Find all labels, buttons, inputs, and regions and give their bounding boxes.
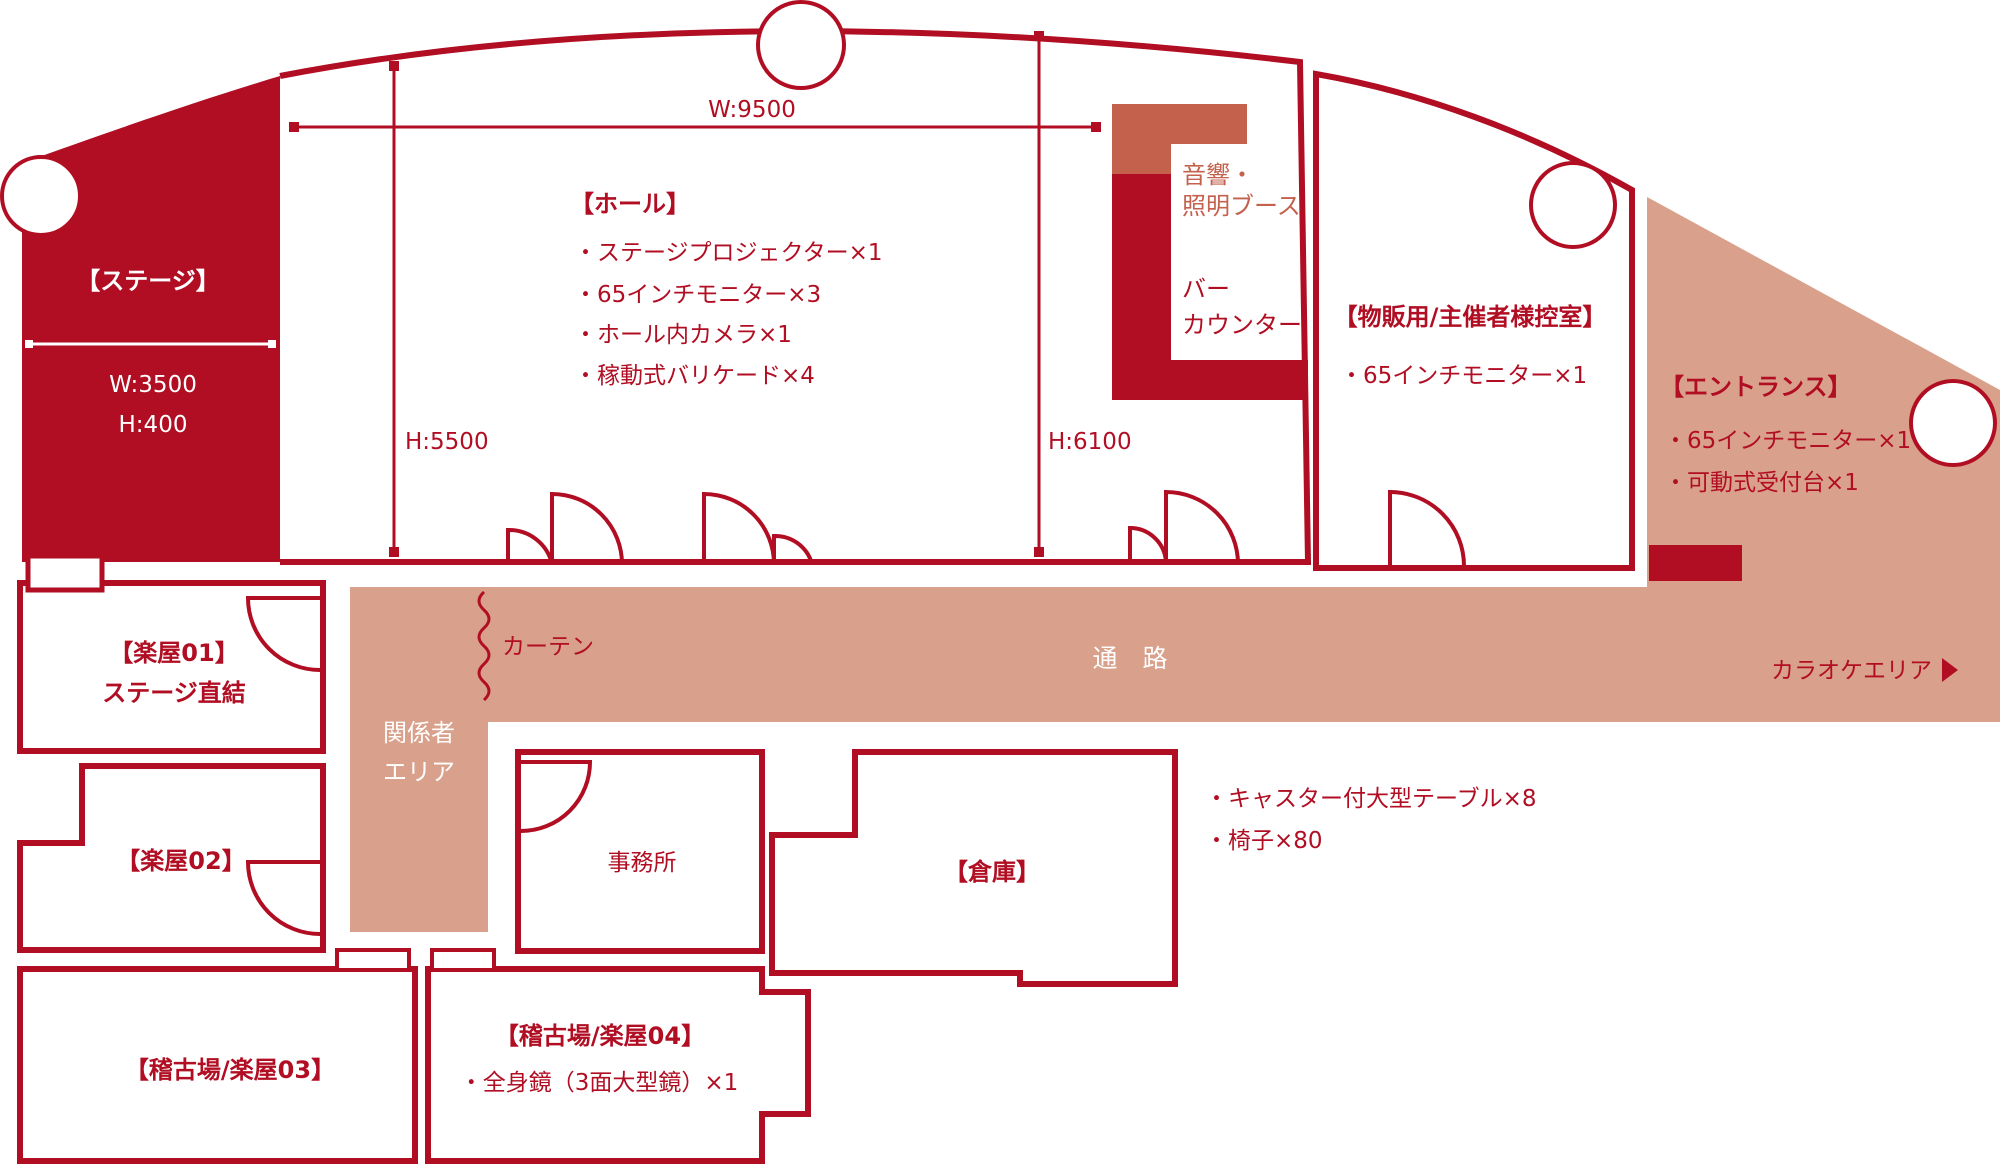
main-corridor-floor [350, 587, 2000, 722]
dressing-room-01-subtitle: ステージ直結 [102, 679, 246, 707]
bar-label: カウンター [1182, 311, 1302, 339]
green-room-item: ・65インチモニター×1 [1340, 363, 1587, 389]
corridor [350, 197, 2000, 932]
staff-area-label: エリア [383, 758, 455, 786]
door-gap [430, 948, 496, 972]
hall-item: ・ホール内カメラ×1 [574, 322, 792, 348]
entrance-item: ・65インチモニター×1 [1664, 428, 1911, 454]
dimension-end-marker [1091, 122, 1101, 132]
dressing-room-02-title: 【楽屋02】 [116, 847, 245, 875]
rehearsal-room-03-outline [17, 966, 418, 1164]
entrance-item: ・可動式受付台×1 [1664, 470, 1859, 496]
booth-shelf [1112, 104, 1247, 144]
booth-wall [1112, 144, 1171, 174]
storage-item: ・椅子×80 [1205, 828, 1323, 854]
reception-desk [1649, 545, 1742, 581]
dimension-end-marker [1034, 31, 1044, 41]
hall-width-label: W:9500 [708, 97, 796, 123]
dressing-room-01-title: 【楽屋01】 [109, 639, 238, 667]
hall-door-icon [1128, 489, 1240, 565]
entrance: 【エントランス】 ・65インチモニター×1 ・可動式受付台×1 [1649, 373, 1997, 581]
bar-and-booth: 音響・ 照明ブース バー カウンター [1112, 104, 1308, 400]
dressing-room-02-door-icon [245, 860, 321, 936]
dimension-end-marker [389, 61, 399, 71]
office-room: 事務所 [515, 749, 765, 954]
pillar-icon [1909, 379, 1997, 467]
pillar-icon [1529, 161, 1617, 249]
curtain-icon [477, 590, 491, 702]
hall-item: ・65インチモニター×3 [574, 282, 821, 308]
dressing-room-01-door-icon [245, 596, 321, 672]
dressing-room-01-outline [17, 580, 326, 754]
curtain-label: カーテン [502, 634, 594, 660]
storage-item: ・キャスター付大型テーブル×8 [1205, 786, 1537, 812]
booth-label: 照明ブース [1182, 192, 1301, 220]
storage-outline [769, 749, 1178, 987]
hall-height-left-label: H:5500 [405, 429, 489, 455]
hall-room: W:9500 H:5500 H:6100 【ホール】 ・ステージプロジェクター×… [279, 0, 1312, 565]
rehearsal-room-04: 【稽古場/楽屋04】 ・全身鏡（3面大型鏡）×1 [425, 948, 811, 1164]
pillar-icon [0, 155, 82, 237]
entrance-title: 【エントランス】 [1660, 373, 1852, 401]
hall-height-right-label: H:6100 [1048, 429, 1132, 455]
pillar-icon [756, 0, 846, 90]
green-room-title: 【物販用/主催者様控室】 [1334, 303, 1607, 331]
stage-width-label: W:3500 [109, 372, 197, 398]
rehearsal-room-04-outline [425, 966, 811, 1164]
bar-label: バー [1182, 275, 1230, 303]
hall-outline [279, 28, 1312, 565]
staff-area-floor [350, 587, 488, 932]
dressing-room-01: 【楽屋01】 ステージ直結 [17, 553, 326, 754]
rehearsal-room-04-item: ・全身鏡（3面大型鏡）×1 [460, 1070, 739, 1096]
triangle-right-icon [1942, 658, 1958, 682]
rehearsal-room-03: 【稽古場/楽屋03】 [17, 948, 418, 1164]
door-gap [335, 948, 411, 972]
corridor-labels: カーテン 通 路 カラオケエリア 関係者 エリア [383, 590, 1958, 786]
green-room-door-icon [1388, 489, 1466, 567]
stage-floor [22, 76, 280, 562]
dimension-end-marker [268, 340, 276, 348]
door-gap [25, 553, 105, 593]
booth-label: 音響・ [1182, 161, 1254, 189]
stage-title: 【ステージ】 [76, 267, 220, 295]
hall-door-icon [702, 491, 814, 565]
stage-height-label: H:400 [119, 412, 188, 438]
green-room: 【物販用/主催者様控室】 ・65インチモニター×1 [1313, 70, 1635, 571]
office-outline [515, 749, 765, 954]
green-room-outline [1313, 70, 1635, 571]
dimension-end-marker [289, 122, 299, 132]
dimension-end-marker [1034, 547, 1044, 557]
hall-item: ・稼動式バリケード×4 [574, 363, 815, 389]
storage-title: 【倉庫】 [944, 858, 1040, 886]
office-door-icon [520, 760, 593, 833]
karaoke-label: カラオケエリア [1771, 658, 1932, 684]
dimension-end-marker [389, 547, 399, 557]
office-title: 事務所 [608, 850, 677, 876]
dimension-end-marker [25, 340, 33, 348]
corridor-label: 通 路 [1092, 644, 1167, 673]
staff-area-label: 関係者 [383, 719, 455, 747]
stage-room: 【ステージ】 W:3500 H:400 [0, 76, 280, 593]
storage-room: 【倉庫】 ・キャスター付大型テーブル×8 ・椅子×80 [769, 749, 1537, 987]
dressing-room-02-outline [17, 763, 326, 953]
bar-counter-base [1112, 360, 1308, 400]
hall-item: ・ステージプロジェクター×1 [574, 240, 883, 266]
hall-door-icon [506, 491, 624, 565]
rehearsal-room-03-title: 【稽古場/楽屋03】 [125, 1056, 335, 1084]
hall-title: 【ホール】 [570, 190, 690, 218]
dressing-room-02: 【楽屋02】 [17, 763, 326, 953]
rehearsal-room-04-title: 【稽古場/楽屋04】 [495, 1022, 705, 1050]
